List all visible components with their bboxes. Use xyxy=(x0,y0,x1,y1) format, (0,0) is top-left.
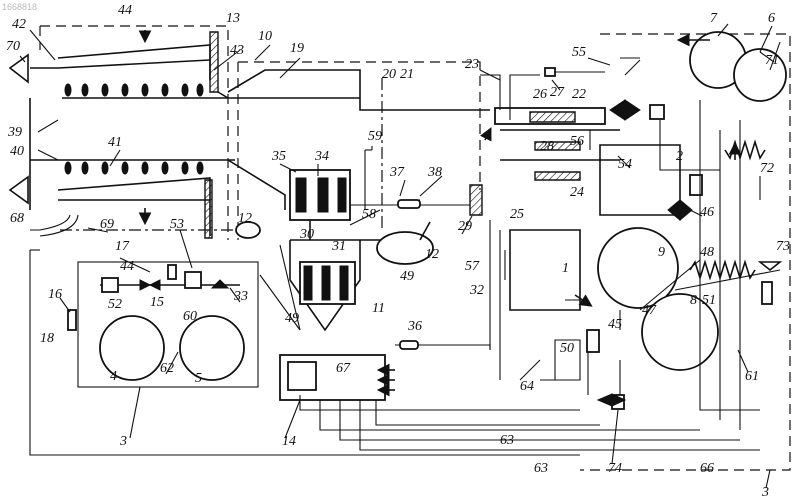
label-33: 33 xyxy=(233,289,248,304)
watermark: 1668818 xyxy=(2,2,37,12)
label-16: 16 xyxy=(48,287,62,302)
label-69: 69 xyxy=(100,217,114,232)
label-35: 35 xyxy=(271,149,286,164)
label-41: 41 xyxy=(108,135,122,150)
label-66: 66 xyxy=(700,461,714,476)
label-63b: 63 xyxy=(534,461,548,476)
label-10: 10 xyxy=(258,29,272,44)
label-45: 45 xyxy=(608,317,622,332)
label-18: 18 xyxy=(40,331,54,346)
label-3b: 3 xyxy=(761,485,769,500)
label-36: 36 xyxy=(407,319,422,334)
label-59: 59 xyxy=(368,129,382,144)
label-6: 6 xyxy=(768,11,775,26)
label-72: 72 xyxy=(760,161,774,176)
label-57: 57 xyxy=(465,259,480,274)
label-49b: 49 xyxy=(285,311,299,326)
label-63a: 63 xyxy=(500,433,514,448)
label-30: 30 xyxy=(299,227,314,242)
label-5: 5 xyxy=(195,371,202,386)
label-29: 29 xyxy=(458,219,472,234)
label-48: 48 xyxy=(700,245,714,260)
label-21: 21 xyxy=(400,67,414,82)
label-47: 47 xyxy=(642,303,657,318)
label-60: 60 xyxy=(183,309,197,324)
label-12a: 12 xyxy=(238,211,252,226)
label-70: 70 xyxy=(6,39,20,54)
label-9: 9 xyxy=(658,245,665,260)
label-26: 26 xyxy=(533,87,547,102)
label-22: 22 xyxy=(572,87,586,102)
label-55: 55 xyxy=(572,45,586,60)
label-68: 68 xyxy=(10,211,24,226)
label-34: 34 xyxy=(314,149,329,164)
label-2: 2 xyxy=(676,149,683,164)
label-44: 44 xyxy=(118,3,132,18)
label-56: 56 xyxy=(570,134,584,149)
label-74: 74 xyxy=(608,461,622,476)
label-12b: 12 xyxy=(425,247,439,262)
label-3a: 3 xyxy=(119,434,127,449)
label-11: 11 xyxy=(372,301,385,316)
label-49a: 49 xyxy=(400,269,414,284)
label-19: 19 xyxy=(290,41,304,56)
label-7: 7 xyxy=(710,11,718,26)
label-25: 25 xyxy=(510,207,524,222)
label-24: 24 xyxy=(570,185,584,200)
label-51: 51 xyxy=(702,293,716,308)
label-15: 15 xyxy=(150,295,164,310)
label-46: 46 xyxy=(700,205,714,220)
label-54: 54 xyxy=(618,157,632,172)
label-20: 20 xyxy=(382,67,396,82)
label-40: 40 xyxy=(10,144,24,159)
label-23: 23 xyxy=(465,57,479,72)
label-67: 67 xyxy=(336,361,351,376)
label-64: 64 xyxy=(520,379,534,394)
label-8: 8 xyxy=(690,293,697,308)
label-58: 58 xyxy=(362,207,376,222)
label-53: 53 xyxy=(170,217,184,232)
label-31: 31 xyxy=(331,239,346,254)
label-39: 39 xyxy=(7,125,22,140)
label-13: 13 xyxy=(226,11,240,26)
label-37: 37 xyxy=(389,165,405,180)
label-17: 17 xyxy=(115,239,130,254)
label-42: 42 xyxy=(12,17,26,32)
label-1: 1 xyxy=(562,261,569,276)
label-14: 14 xyxy=(282,434,296,449)
label-50: 50 xyxy=(560,341,574,356)
label-28: 28 xyxy=(540,139,554,154)
label-52: 52 xyxy=(108,297,122,312)
label-4: 4 xyxy=(110,369,117,384)
label-73: 73 xyxy=(776,239,790,254)
label-32: 32 xyxy=(469,283,484,298)
